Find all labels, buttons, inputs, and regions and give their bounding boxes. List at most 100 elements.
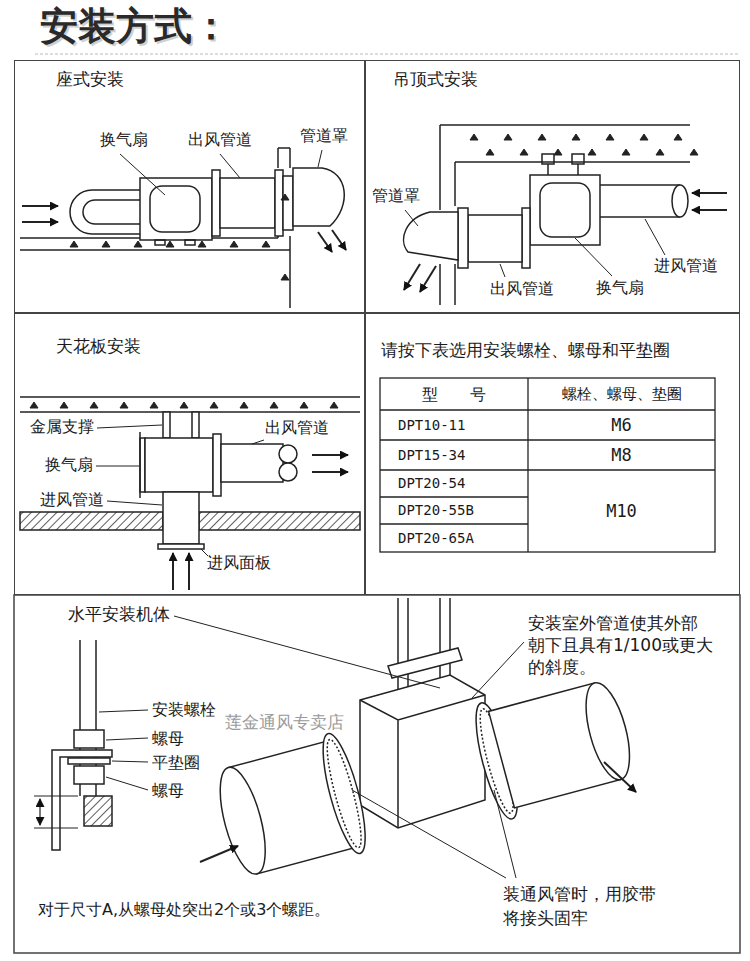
seat-install-figure xyxy=(283,176,293,230)
bolt-detail-figure xyxy=(68,758,110,764)
concrete-marks xyxy=(470,134,478,140)
suspended-install-figure xyxy=(577,164,579,176)
concrete-marks xyxy=(640,134,648,140)
ceiling-install-figure xyxy=(145,438,213,492)
concrete-marks xyxy=(166,241,174,247)
concrete-marks xyxy=(102,241,110,247)
seat-install-figure xyxy=(140,178,212,240)
part-label: 安装室外管道使其外部朝下且具有1/100或更大的斜度。 xyxy=(528,612,714,678)
part-label: 换气扇 xyxy=(100,130,148,149)
bolt-detail-figure xyxy=(74,766,104,784)
panel-heading: 天花板安装 xyxy=(56,336,141,356)
unit-figure xyxy=(360,695,485,828)
spec-table-grid xyxy=(380,469,715,470)
bolt-detail-figure xyxy=(112,761,148,762)
title-rule xyxy=(35,54,740,55)
concrete-marks xyxy=(70,241,78,247)
suspended-install-figure xyxy=(572,154,584,164)
suspended-install-figure xyxy=(404,125,727,305)
seat-install-figure xyxy=(277,148,279,168)
ceiling-install-figure xyxy=(221,444,283,482)
concrete-marks xyxy=(606,134,614,140)
ceiling-install-figure xyxy=(252,440,264,444)
seat-install-figure xyxy=(220,178,275,228)
concrete-marks xyxy=(270,402,278,408)
ceiling-install-figure xyxy=(158,544,204,549)
spec-table-grid xyxy=(380,496,528,497)
concrete-marks xyxy=(120,402,128,408)
concrete-marks xyxy=(281,274,289,280)
suspended-install-figure xyxy=(692,192,727,194)
ceiling-install-figure xyxy=(96,466,139,467)
part-label: M10 xyxy=(528,501,715,521)
part-label: DPT20-54 xyxy=(398,475,465,492)
concrete-marks xyxy=(281,194,289,200)
suspended-install-figure xyxy=(439,125,441,210)
part-label: 出风管道 xyxy=(265,418,329,437)
bolt-detail-figure xyxy=(74,730,104,748)
unit-figure xyxy=(352,790,506,878)
part-label: 装通风管时，用胶带将接头固牢 xyxy=(503,882,668,930)
concrete-marks xyxy=(262,241,270,247)
seat-install-figure xyxy=(20,148,346,308)
seat-install-figure xyxy=(278,147,290,149)
bolt-detail-figure xyxy=(84,796,112,826)
suspended-install-figure xyxy=(454,162,456,206)
watermark: 莲金通风专卖店 xyxy=(225,712,344,732)
unit-figure xyxy=(174,616,440,688)
suspended-install-figure xyxy=(522,208,530,268)
unit-figure xyxy=(604,762,636,792)
suspended-install-figure xyxy=(547,164,549,176)
page-title: 安装方式： xyxy=(40,4,230,50)
bolt-detail-figure xyxy=(39,799,40,825)
ceiling-install-figure xyxy=(163,492,199,544)
seat-install-figure xyxy=(332,230,346,250)
ceiling-install-figure xyxy=(172,553,174,590)
concrete-marks xyxy=(690,149,698,155)
seat-install-figure xyxy=(293,168,344,226)
suspended-install-figure xyxy=(404,212,458,260)
concrete-marks xyxy=(30,134,698,408)
ceiling-install-figure xyxy=(20,397,360,590)
part-label: 进风管道 xyxy=(654,256,718,275)
unit-figure xyxy=(577,678,638,784)
unit-figure xyxy=(494,790,516,878)
bolt-detail-figure xyxy=(52,750,112,850)
concrete-marks xyxy=(134,241,142,247)
part-label: 出风管道 xyxy=(188,130,252,149)
concrete-marks xyxy=(486,149,494,155)
part-label: 安装螺栓 xyxy=(152,700,216,719)
part-label: 管道罩 xyxy=(300,126,348,145)
suspended-install-figure xyxy=(575,238,612,276)
unit-figure xyxy=(200,846,238,862)
seat-install-figure xyxy=(22,205,58,207)
part-label: DPT20-65A xyxy=(398,530,474,547)
bolt-detail-figure xyxy=(106,738,148,740)
spec-table-grid xyxy=(380,378,715,552)
part-label: 出风管道 xyxy=(490,279,554,298)
concrete-marks xyxy=(588,149,596,155)
concrete-marks xyxy=(520,149,528,155)
seat-install-figure xyxy=(70,190,140,234)
suspended-install-figure xyxy=(692,209,727,211)
suspended-install-figure xyxy=(600,184,680,186)
bolt-detail-figure xyxy=(34,640,148,850)
seat-install-figure xyxy=(220,154,240,178)
seat-install-figure xyxy=(289,236,291,308)
ceiling-install-figure xyxy=(188,553,190,590)
suspended-install-figure xyxy=(468,215,522,262)
concrete-marks xyxy=(674,134,682,140)
part-label: 换气扇 xyxy=(45,455,93,474)
part-label: DPT15-34 xyxy=(398,447,465,464)
seat-install-figure xyxy=(318,232,332,252)
unit-figure xyxy=(468,669,641,823)
panel-frame: 天花板安装 xyxy=(14,313,365,595)
concrete-marks xyxy=(240,402,248,408)
suspended-install-figure xyxy=(405,210,418,226)
concrete-marks xyxy=(656,149,664,155)
part-label: 管道罩 xyxy=(372,186,420,205)
unit-figure xyxy=(388,648,462,678)
ceiling-install-figure xyxy=(201,549,208,556)
suspended-install-figure xyxy=(458,208,468,268)
